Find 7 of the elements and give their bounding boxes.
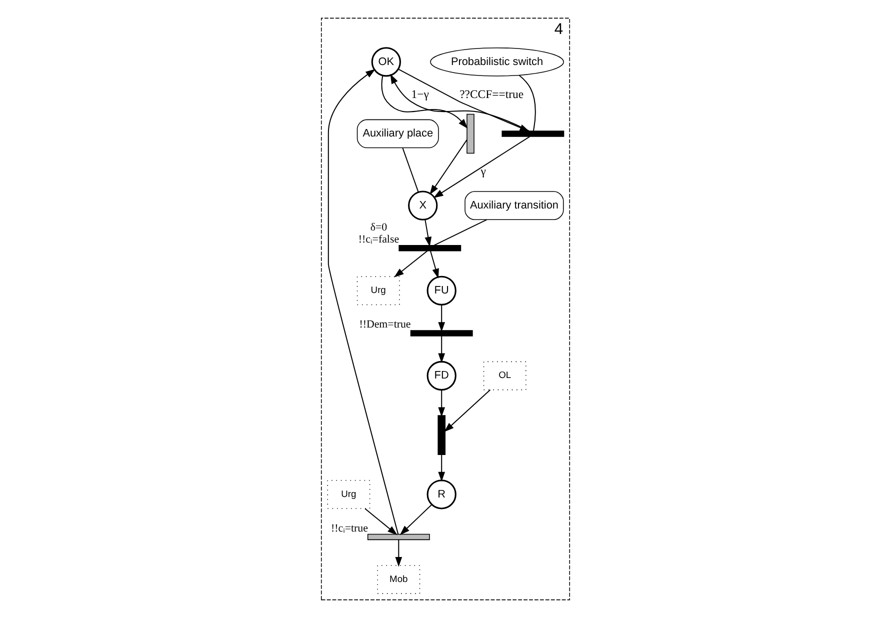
edge-label: 1−γ bbox=[410, 88, 428, 101]
node-label: !!cᵢ=false bbox=[358, 233, 399, 246]
edge-label: γ bbox=[480, 165, 486, 178]
node-label: !!Dem=true bbox=[358, 318, 410, 331]
node-label: δ=0 bbox=[370, 222, 387, 234]
edge-label: ??CCF==true bbox=[459, 88, 524, 101]
node-label: !!cᵢ=true bbox=[330, 522, 368, 534]
